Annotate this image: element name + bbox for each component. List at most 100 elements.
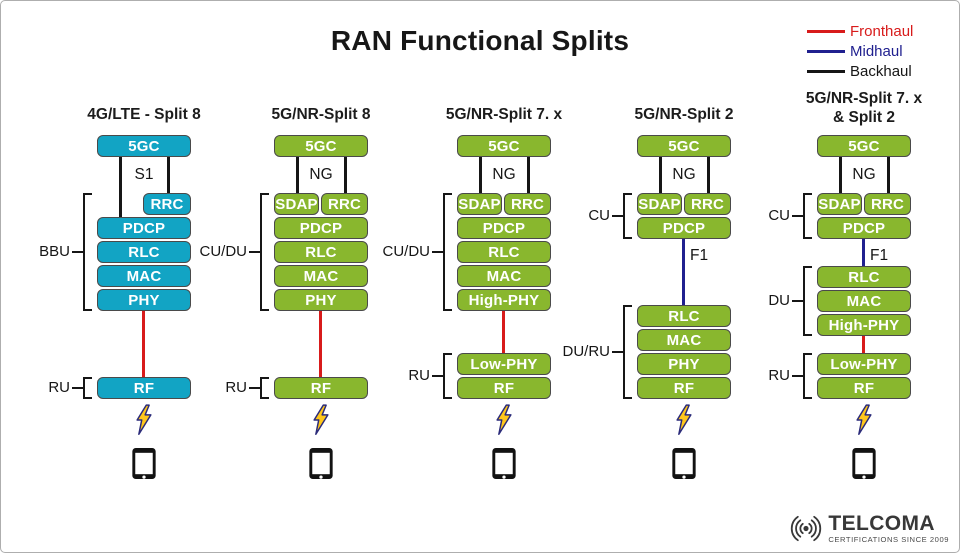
- lightning-icon: [670, 404, 698, 441]
- fronthaul-link: [319, 311, 322, 377]
- column-header-line: 5G/NR-Split 8: [271, 106, 371, 123]
- box-rrc: RRC: [321, 193, 368, 215]
- box-5gc: 5GC: [817, 135, 911, 157]
- column-header-line: 5G/NR-Split 7. x: [805, 90, 923, 107]
- box-5gc: 5GC: [274, 135, 368, 157]
- legend-item-backhaul: Backhaul: [807, 61, 913, 81]
- column-header-line: 5G/NR-Split 2: [634, 106, 734, 123]
- box-mac: MAC: [97, 265, 191, 287]
- bracket-label-du: DU: [768, 292, 790, 309]
- bracket-cu: [803, 193, 812, 239]
- column-header: 5G/NR-Split 8: [211, 105, 431, 124]
- box-mac: MAC: [637, 329, 731, 351]
- bracket-ru: [443, 353, 452, 399]
- smartphone-icon: [851, 447, 877, 485]
- bracket-dash: [72, 251, 83, 253]
- box-5gc: 5GC: [457, 135, 551, 157]
- interface-label-f1: F1: [870, 247, 889, 264]
- box-rlc: RLC: [274, 241, 368, 263]
- legend-label: Fronthaul: [850, 22, 914, 40]
- backhaul-link: [839, 157, 842, 193]
- box-rf: RF: [97, 377, 191, 399]
- lightning-icon: [307, 404, 335, 441]
- fronthaul-line-sample: [807, 29, 845, 33]
- box-sdap: SDAP: [637, 193, 682, 215]
- bracket-dash: [792, 375, 803, 377]
- bracket-label-cu: CU: [768, 207, 790, 224]
- box-high-phy: High-PHY: [817, 314, 911, 336]
- bracket-ru: [260, 377, 269, 399]
- bracket-ru: [83, 377, 92, 399]
- midhaul-link: [862, 239, 865, 266]
- box-pdcp: PDCP: [274, 217, 368, 239]
- fronthaul-link: [862, 336, 865, 353]
- box-rlc: RLC: [457, 241, 551, 263]
- bracket-dash: [432, 375, 443, 377]
- logo-tagline: CERTIFICATIONS SINCE 2009: [828, 535, 949, 544]
- backhaul-link: [887, 157, 890, 193]
- interface-label-ng: NG: [672, 166, 696, 183]
- box-rlc: RLC: [817, 266, 911, 288]
- column-header-line: & Split 2: [832, 109, 895, 126]
- legend-item-midhaul: Midhaul: [807, 41, 913, 61]
- backhaul-link: [344, 157, 347, 193]
- legend-item-fronthaul: Fronthaul: [807, 21, 913, 41]
- box-pdcp: PDCP: [97, 217, 191, 239]
- box-sdap: SDAP: [274, 193, 319, 215]
- bracket-dash: [792, 300, 803, 302]
- bracket-bbu: [83, 193, 92, 311]
- bracket-ru: [803, 353, 812, 399]
- backhaul-link: [527, 157, 530, 193]
- box-phy: PHY: [274, 289, 368, 311]
- bracket-label-ru: RU: [768, 367, 790, 384]
- box-mac: MAC: [457, 265, 551, 287]
- lightning-icon: [130, 404, 158, 441]
- interface-label-s1: S1: [134, 166, 154, 183]
- bracket-cu: [623, 193, 632, 239]
- smartphone-icon: [671, 447, 697, 485]
- lightning-icon: [490, 404, 518, 441]
- interface-label-ng: NG: [852, 166, 876, 183]
- logo-name: TELCOMA: [828, 512, 935, 535]
- box-low-phy: Low-PHY: [817, 353, 911, 375]
- logo-text-block: TELCOMA CERTIFICATIONS SINCE 2009: [828, 513, 949, 544]
- fronthaul-link: [142, 311, 145, 377]
- column-header: 5G/NR-Split 7. x: [394, 105, 614, 124]
- legend-label: Backhaul: [850, 62, 912, 80]
- lightning-icon: [850, 404, 878, 441]
- box-pdcp: PDCP: [457, 217, 551, 239]
- legend-label: Midhaul: [850, 42, 903, 60]
- bracket-dash: [432, 251, 443, 253]
- box-rrc: RRC: [684, 193, 731, 215]
- backhaul-link: [659, 157, 662, 193]
- bracket-cu-du: [443, 193, 452, 311]
- box-sdap: SDAP: [457, 193, 502, 215]
- bracket-label-ru: RU: [225, 379, 247, 396]
- radio-signal-icon: [791, 515, 822, 542]
- box-mac: MAC: [817, 290, 911, 312]
- smartphone-icon: [131, 447, 157, 485]
- box-pdcp: PDCP: [817, 217, 911, 239]
- backhaul-link: [119, 157, 122, 217]
- box-rlc: RLC: [637, 305, 731, 327]
- column-header-line: 5G/NR-Split 7. x: [445, 106, 563, 123]
- diagram-title: RAN Functional Splits: [330, 25, 630, 56]
- bracket-label-cu-du: CU/DU: [199, 243, 248, 260]
- box-high-phy: High-PHY: [457, 289, 551, 311]
- bracket-dash: [249, 251, 260, 253]
- midhaul-link: [682, 239, 685, 305]
- box-rlc: RLC: [97, 241, 191, 263]
- bracket-label-cu-du: CU/DU: [382, 243, 431, 260]
- box-rf: RF: [637, 377, 731, 399]
- interface-label-f1: F1: [690, 247, 709, 264]
- bracket-label-bbu: BBU: [39, 243, 70, 260]
- box-rrc: RRC: [143, 193, 191, 215]
- interface-label-ng: NG: [492, 166, 516, 183]
- box-rrc: RRC: [864, 193, 911, 215]
- box-5gc: 5GC: [97, 135, 191, 157]
- bracket-dash: [72, 387, 83, 389]
- bracket-label-cu: CU: [588, 207, 610, 224]
- backhaul-link: [479, 157, 482, 193]
